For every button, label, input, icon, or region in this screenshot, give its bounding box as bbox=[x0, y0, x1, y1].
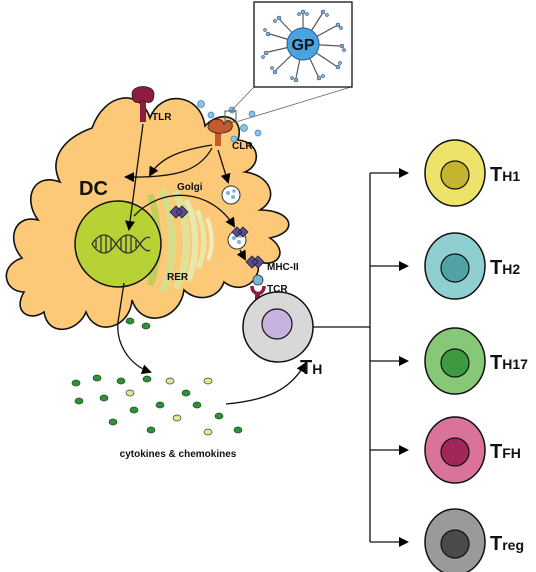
th-cell bbox=[242, 291, 314, 363]
subset-label: TH1 bbox=[490, 164, 520, 186]
subset-label: TH17 bbox=[490, 352, 528, 374]
glycoprotein-particles bbox=[197, 100, 262, 143]
differentiation-arrows bbox=[313, 168, 409, 547]
tlr-receptor-icon bbox=[131, 86, 155, 122]
subset-cell-tfh: TFH bbox=[424, 416, 521, 484]
nucleus bbox=[74, 200, 162, 288]
cell-nucleus bbox=[440, 529, 470, 559]
mhc-tcr-synapse bbox=[245, 255, 266, 302]
cytokine-dots bbox=[71, 317, 243, 436]
subset-cell-th17: TH17 bbox=[424, 327, 528, 395]
zoom-box bbox=[224, 110, 237, 123]
clr-label: CLR bbox=[232, 141, 253, 152]
subset-label: TFH bbox=[490, 441, 521, 463]
cytokines-label: cytokines & chemokines bbox=[120, 449, 237, 460]
gp-label: GP bbox=[291, 37, 314, 54]
subset-label: TH2 bbox=[490, 257, 520, 279]
gp-inset: GP bbox=[253, 1, 353, 88]
cell-nucleus bbox=[440, 437, 470, 467]
th-label: TH bbox=[300, 357, 322, 379]
clr-receptor-icon bbox=[207, 118, 233, 146]
subset-cell-th1: TH1 bbox=[424, 139, 520, 207]
rer-label: RER bbox=[167, 272, 189, 283]
dc-signaling-arrows bbox=[117, 123, 307, 405]
subset-cell-treg: Treg bbox=[424, 508, 524, 572]
mhc-molecule-icon bbox=[169, 205, 249, 238]
tlr-label: TLR bbox=[152, 112, 172, 123]
golgi-label: Golgi bbox=[177, 182, 203, 193]
tcr-label: TCR bbox=[267, 284, 288, 295]
dc-label: DC bbox=[79, 178, 108, 200]
cell-nucleus bbox=[440, 160, 470, 190]
dna-helix-icon bbox=[91, 234, 151, 254]
subset-label: Treg bbox=[490, 533, 524, 555]
cell-nucleus bbox=[440, 348, 470, 378]
mhc-label: MHC-II bbox=[267, 262, 299, 273]
cell-nucleus bbox=[440, 253, 470, 283]
subset-cell-th2: TH2 bbox=[424, 232, 520, 300]
